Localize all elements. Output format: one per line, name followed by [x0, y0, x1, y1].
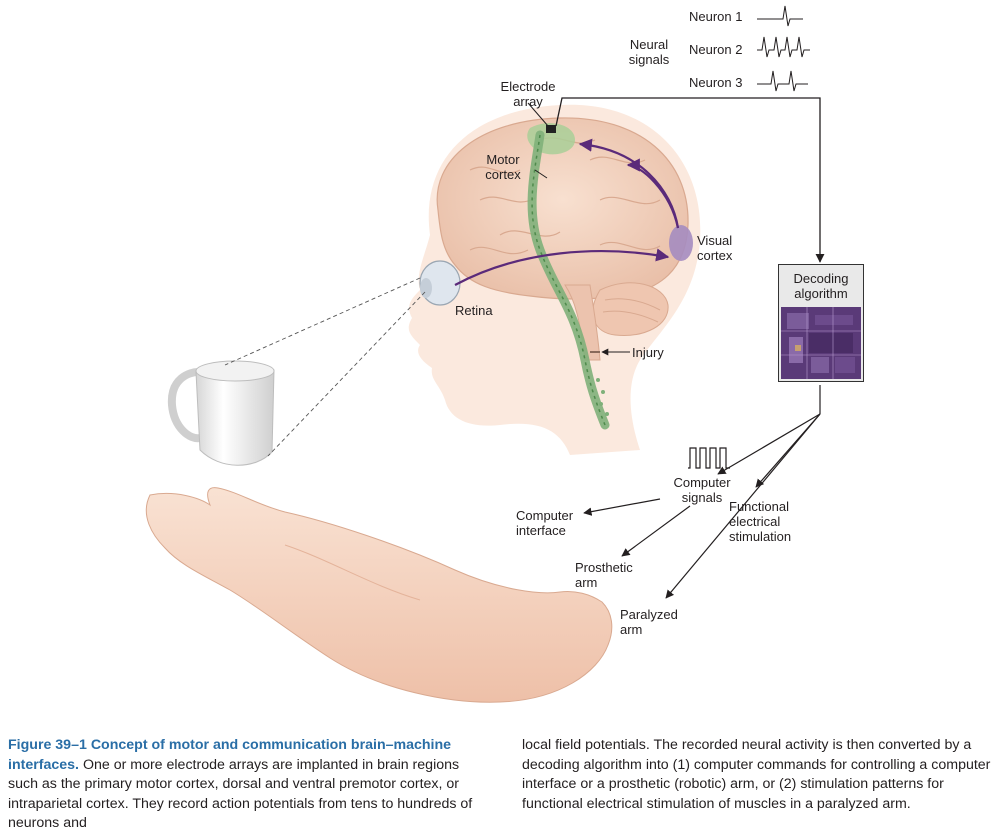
figure-number: Figure 39–1	[8, 737, 87, 753]
coffee-mug	[167, 360, 275, 466]
visual-cortex-region	[669, 225, 693, 261]
neuron-2-trace	[757, 36, 810, 58]
injury-marker	[590, 351, 609, 416]
neural-signals-label: Neural signals	[628, 37, 670, 67]
caption-left: Figure 39–1 Concept of motor and communi…	[8, 736, 486, 834]
caption-body-left: One or more electrode arrays are implant…	[8, 756, 473, 832]
caption-right: local field potentials. The recorded neu…	[522, 736, 994, 814]
neuron-2-label: Neuron 2	[689, 42, 743, 57]
motor-pathway	[527, 130, 610, 430]
prosthetic-arm-label: Prosthetic arm	[575, 560, 633, 590]
retina-label: Retina	[455, 303, 493, 318]
electrode-array-label: Electrode array	[500, 79, 556, 109]
neuron-3-trace	[757, 70, 808, 92]
decoding-algorithm-label: Decoding algorithm	[793, 271, 849, 301]
processor-chip-image	[781, 307, 861, 379]
arm	[145, 487, 613, 703]
paralyzed-arm-label: Paralyzed arm	[620, 607, 678, 637]
neuron-3-label: Neuron 3	[689, 75, 743, 90]
electrode-label-leader	[527, 102, 549, 127]
motor-cortex-label: Motor cortex	[485, 152, 521, 182]
eye	[419, 260, 461, 306]
caption-title: Concept of motor and communication brain…	[8, 737, 452, 773]
bmi-diagram	[145, 5, 825, 703]
visual-cortex-label: Visual cortex	[697, 233, 733, 263]
sight-lines	[224, 277, 426, 457]
motor-cortex-leader	[534, 169, 548, 179]
injury-label: Injury	[632, 345, 664, 360]
decoding-algorithm-box: Decoding algorithm	[778, 264, 864, 382]
signal-wire	[555, 97, 825, 263]
computer-signal-pulses	[688, 447, 730, 469]
output-arrows	[583, 385, 821, 599]
neuron-1-trace	[757, 5, 803, 27]
neuron-1-label: Neuron 1	[689, 9, 743, 24]
brain	[436, 117, 689, 361]
electrode-array	[546, 125, 556, 133]
caption-body-right: local field potentials. The recorded neu…	[522, 737, 991, 812]
visual-pathway-arrows	[454, 138, 680, 286]
functional-electrical-stimulation-label: Functional electrical stimulation	[729, 499, 792, 544]
computer-signals-label: Computer signals	[673, 475, 731, 505]
computer-interface-label: Computer interface	[516, 508, 574, 538]
